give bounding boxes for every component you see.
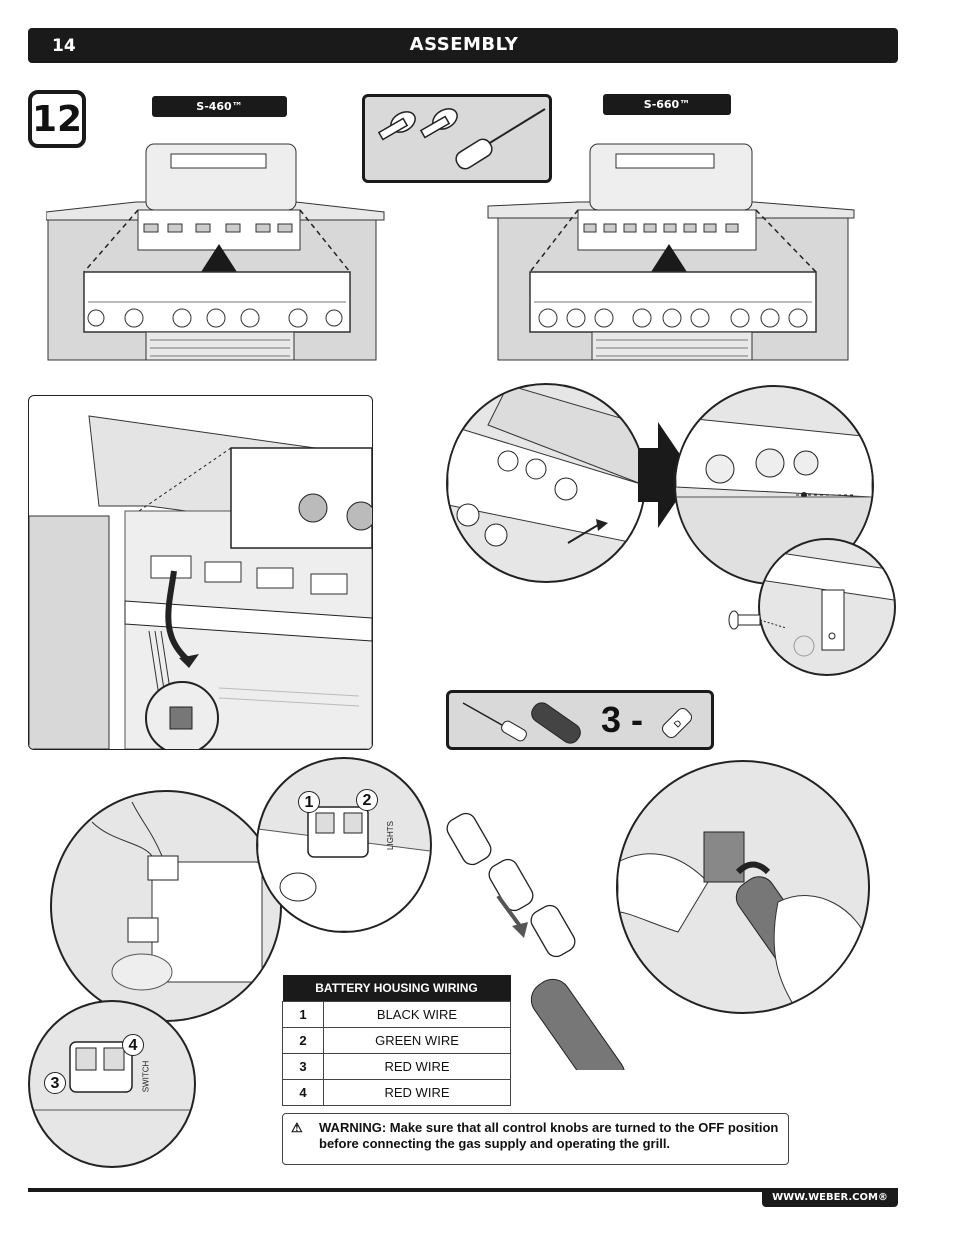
footer-rule — [28, 1188, 898, 1192]
page-title: ASSEMBLY — [409, 34, 519, 55]
header-bar — [28, 28, 898, 63]
lights-connector-label: LIGHTS — [385, 821, 395, 850]
lights-connector-detail-circle: LIGHTS 1 2 — [256, 757, 432, 933]
wire-label: RED WIRE — [323, 1053, 511, 1080]
wiring-table-header: BATTERY HOUSING WIRING — [282, 975, 511, 1002]
footer-url[interactable]: WWW.WEBER.COM® — [762, 1189, 898, 1207]
wire-number: 1 — [282, 1001, 324, 1028]
grill-s460-illustration — [46, 143, 385, 361]
wire-label: RED WIRE — [323, 1079, 511, 1106]
lights-connector-illustration — [258, 806, 430, 931]
tools-batteries: 3 - D — [446, 690, 714, 750]
screwdriver-and-battery-tube-icon — [462, 702, 581, 744]
d-battery-icon: D — [662, 708, 692, 738]
table-row: 4 RED WIRE — [282, 1079, 511, 1106]
callout-3: 3 — [44, 1072, 66, 1094]
table-row: 1 BLACK WIRE — [282, 1001, 511, 1028]
hands-battery-tube-illustration — [618, 831, 868, 1012]
battery-insertion-illustration — [446, 812, 626, 1070]
model-label-s660: S-660™ — [603, 94, 731, 115]
wire-number: 4 — [282, 1079, 324, 1106]
step-number: 12 — [28, 90, 86, 148]
warning-triangle-icon: ⚠ — [291, 1120, 303, 1135]
battery-install-detail-circle — [616, 760, 870, 1014]
battery-quantity: 3 - — [601, 699, 644, 740]
callout-1: 1 — [298, 791, 320, 813]
control-panel-wiring-illustration — [29, 415, 372, 749]
battery-housing-wiring-table: BATTERY HOUSING WIRING 1 BLACK WIRE 2 GR… — [282, 975, 511, 1106]
wire-label: BLACK WIRE — [323, 1001, 511, 1028]
screw-bracket-detail-circle — [758, 538, 896, 676]
page-number: 14 — [52, 36, 76, 56]
switch-connector-illustration — [30, 1041, 194, 1111]
wire-number: 2 — [282, 1027, 324, 1054]
switch-connector-label: SWITCH — [141, 1060, 151, 1093]
panel-attach-detail-circle — [446, 383, 646, 583]
panel-screw-icon — [728, 610, 786, 630]
switch-connector-detail-circle: SWITCH 3 4 — [28, 1000, 196, 1168]
screws-and-screwdriver-icon — [377, 108, 546, 170]
wire-number: 3 — [282, 1053, 324, 1080]
grill-s660-illustration — [487, 143, 855, 361]
bracket-screw-illustration — [760, 549, 894, 657]
next-step-arrow-icon — [638, 422, 694, 528]
wiring-table-title: BATTERY HOUSING WIRING — [282, 975, 511, 1002]
callout-2: 2 — [356, 789, 378, 811]
connectors-detail-circle — [50, 790, 282, 1022]
callout-4: 4 — [122, 1034, 144, 1056]
control-panel-attach-illustration — [448, 385, 644, 547]
table-row: 3 RED WIRE — [282, 1053, 511, 1080]
wiring-detail-panel — [28, 395, 373, 750]
model-label-s460: S-460™ — [152, 96, 287, 117]
wire-label: GREEN WIRE — [323, 1027, 511, 1054]
hands-connectors-illustration — [91, 801, 263, 991]
warning-box: ⚠ WARNING: Make sure that all control kn… — [282, 1113, 789, 1165]
tools-screws-screwdriver — [362, 94, 552, 183]
panel-attached-detail-circle — [674, 385, 874, 585]
warning-text: WARNING: Make sure that all control knob… — [319, 1120, 779, 1151]
table-row: 2 GREEN WIRE — [282, 1027, 511, 1054]
